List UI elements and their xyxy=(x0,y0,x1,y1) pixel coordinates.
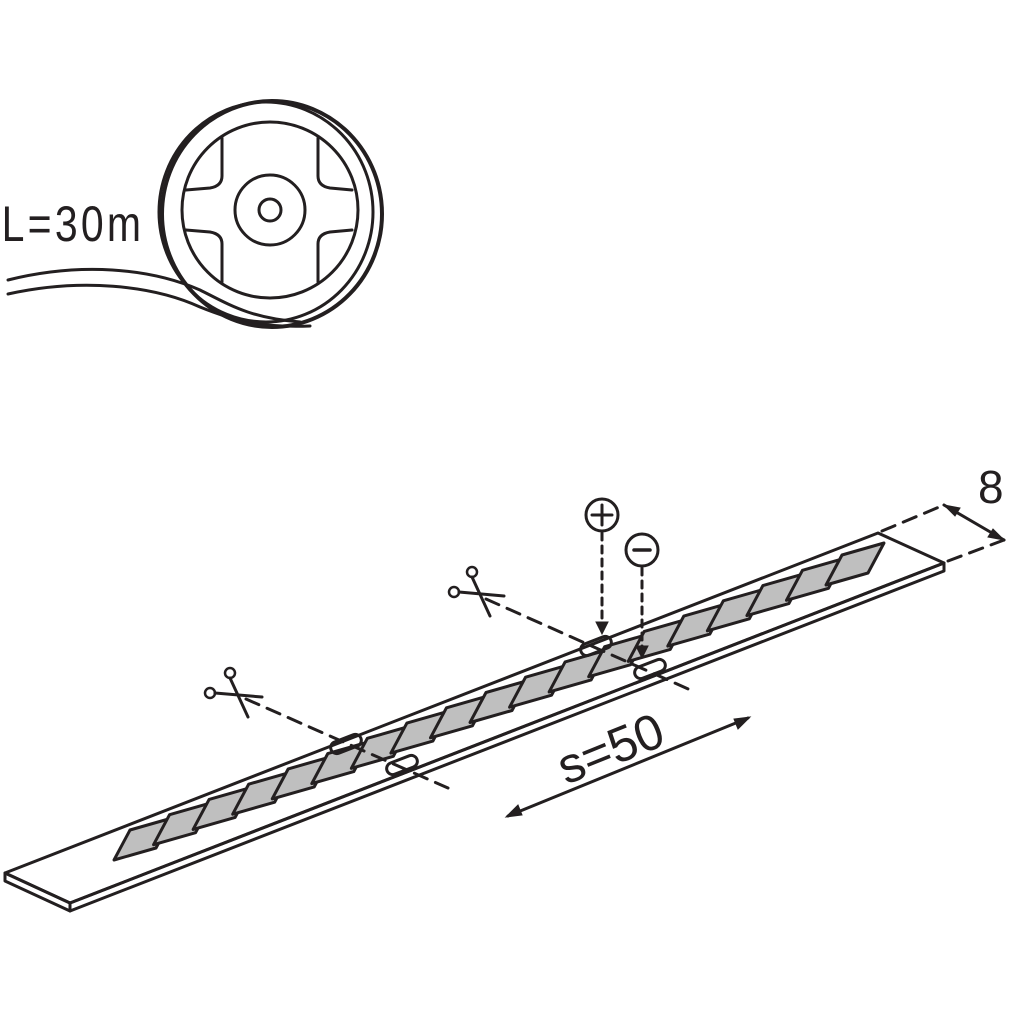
led-chip xyxy=(231,770,293,816)
solder-pad xyxy=(385,753,419,777)
reel xyxy=(6,99,384,329)
solder-pad xyxy=(579,634,613,658)
strip-end-edge xyxy=(3,871,72,913)
led-chip xyxy=(587,633,649,679)
led-chip xyxy=(270,755,332,801)
strip-front-edge xyxy=(68,561,946,913)
width-dimension xyxy=(880,503,1006,563)
led-strip xyxy=(3,531,946,913)
led-chip xyxy=(389,709,451,755)
led-chip xyxy=(349,724,411,770)
scissors-icon xyxy=(447,565,506,618)
segment-dimension xyxy=(504,716,752,818)
led-chip xyxy=(508,663,570,709)
led-chip xyxy=(468,679,530,724)
minus-terminal xyxy=(624,532,660,660)
led-chip xyxy=(824,541,886,587)
reel-length-label: L=30m xyxy=(2,196,141,252)
led-chips xyxy=(112,541,886,862)
width-label: 8 xyxy=(978,461,1004,513)
led-chip xyxy=(191,785,253,831)
led-chip xyxy=(784,556,846,602)
led-chip xyxy=(428,694,490,740)
double-arrow-icon xyxy=(506,716,750,818)
led-chip xyxy=(745,572,807,618)
led-chip xyxy=(112,816,174,862)
led-chip xyxy=(152,801,214,847)
plus-terminal xyxy=(584,497,620,636)
cut-lines xyxy=(244,597,697,790)
scissors-icon xyxy=(203,666,264,719)
led-chip xyxy=(666,602,728,648)
solder-pad xyxy=(329,732,363,756)
plus-icon xyxy=(584,497,620,533)
led-chip xyxy=(705,587,767,633)
minus-icon xyxy=(624,532,660,568)
solder-pad xyxy=(633,657,667,681)
